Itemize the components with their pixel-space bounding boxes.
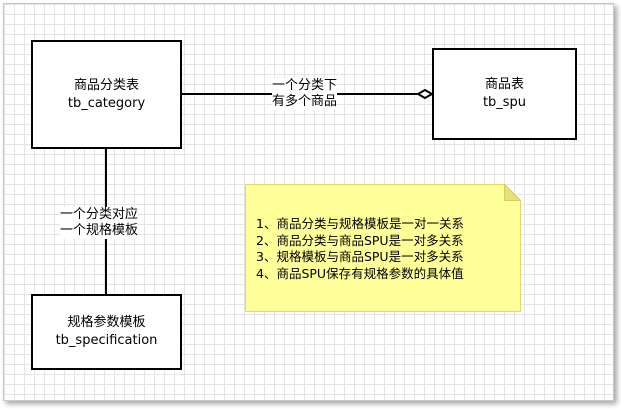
diagram-canvas: 商品分类表 tb_category 商品表 tb_spu 规格参数模板 tb_s…	[3, 3, 614, 401]
entity-specification-name: 规格参数模板	[67, 315, 146, 330]
relation-label-category-specification: 一个分类对应 一个规格模板	[60, 207, 139, 239]
entity-spu[interactable]: 商品表 tb_spu	[432, 48, 577, 140]
relation-label-line: 一个规格模板	[60, 223, 139, 238]
relation-label-line: 有多个商品	[272, 94, 338, 109]
note-line-3: 3、规格模板与商品SPU是一对多关系	[256, 249, 464, 264]
relation-label-category-spu: 一个分类下 有多个商品	[272, 78, 338, 110]
note-line-1: 1、商品分类与规格模板是一对一关系	[256, 216, 464, 231]
aggregation-diamond-marker	[415, 88, 435, 100]
entity-specification-table: tb_specification	[55, 333, 158, 348]
note-shape	[245, 184, 521, 312]
note-fold-corner	[504, 184, 521, 201]
note-text: 1、商品分类与规格模板是一对一关系 2、商品分类与商品SPU是一对多关系 3、规…	[256, 216, 464, 282]
entity-category-name: 商品分类表	[73, 77, 139, 93]
note-line-4: 4、商品SPU保存有规格参数的具体值	[256, 265, 464, 281]
relation-label-line: 一个分类对应	[60, 207, 139, 222]
note-line-2: 2、商品分类与商品SPU是一对多关系	[256, 232, 464, 248]
entity-category-table: tb_category	[67, 95, 146, 111]
entity-spu-table: tb_spu	[482, 95, 527, 110]
entity-specification[interactable]: 规格参数模板 tb_specification	[31, 294, 182, 370]
note-box[interactable]: 1、商品分类与规格模板是一对一关系 2、商品分类与商品SPU是一对多关系 3、规…	[245, 184, 521, 312]
entity-category[interactable]: 商品分类表 tb_category	[31, 40, 182, 149]
entity-spu-name: 商品表	[484, 77, 524, 92]
relation-label-line: 一个分类下	[272, 78, 338, 93]
